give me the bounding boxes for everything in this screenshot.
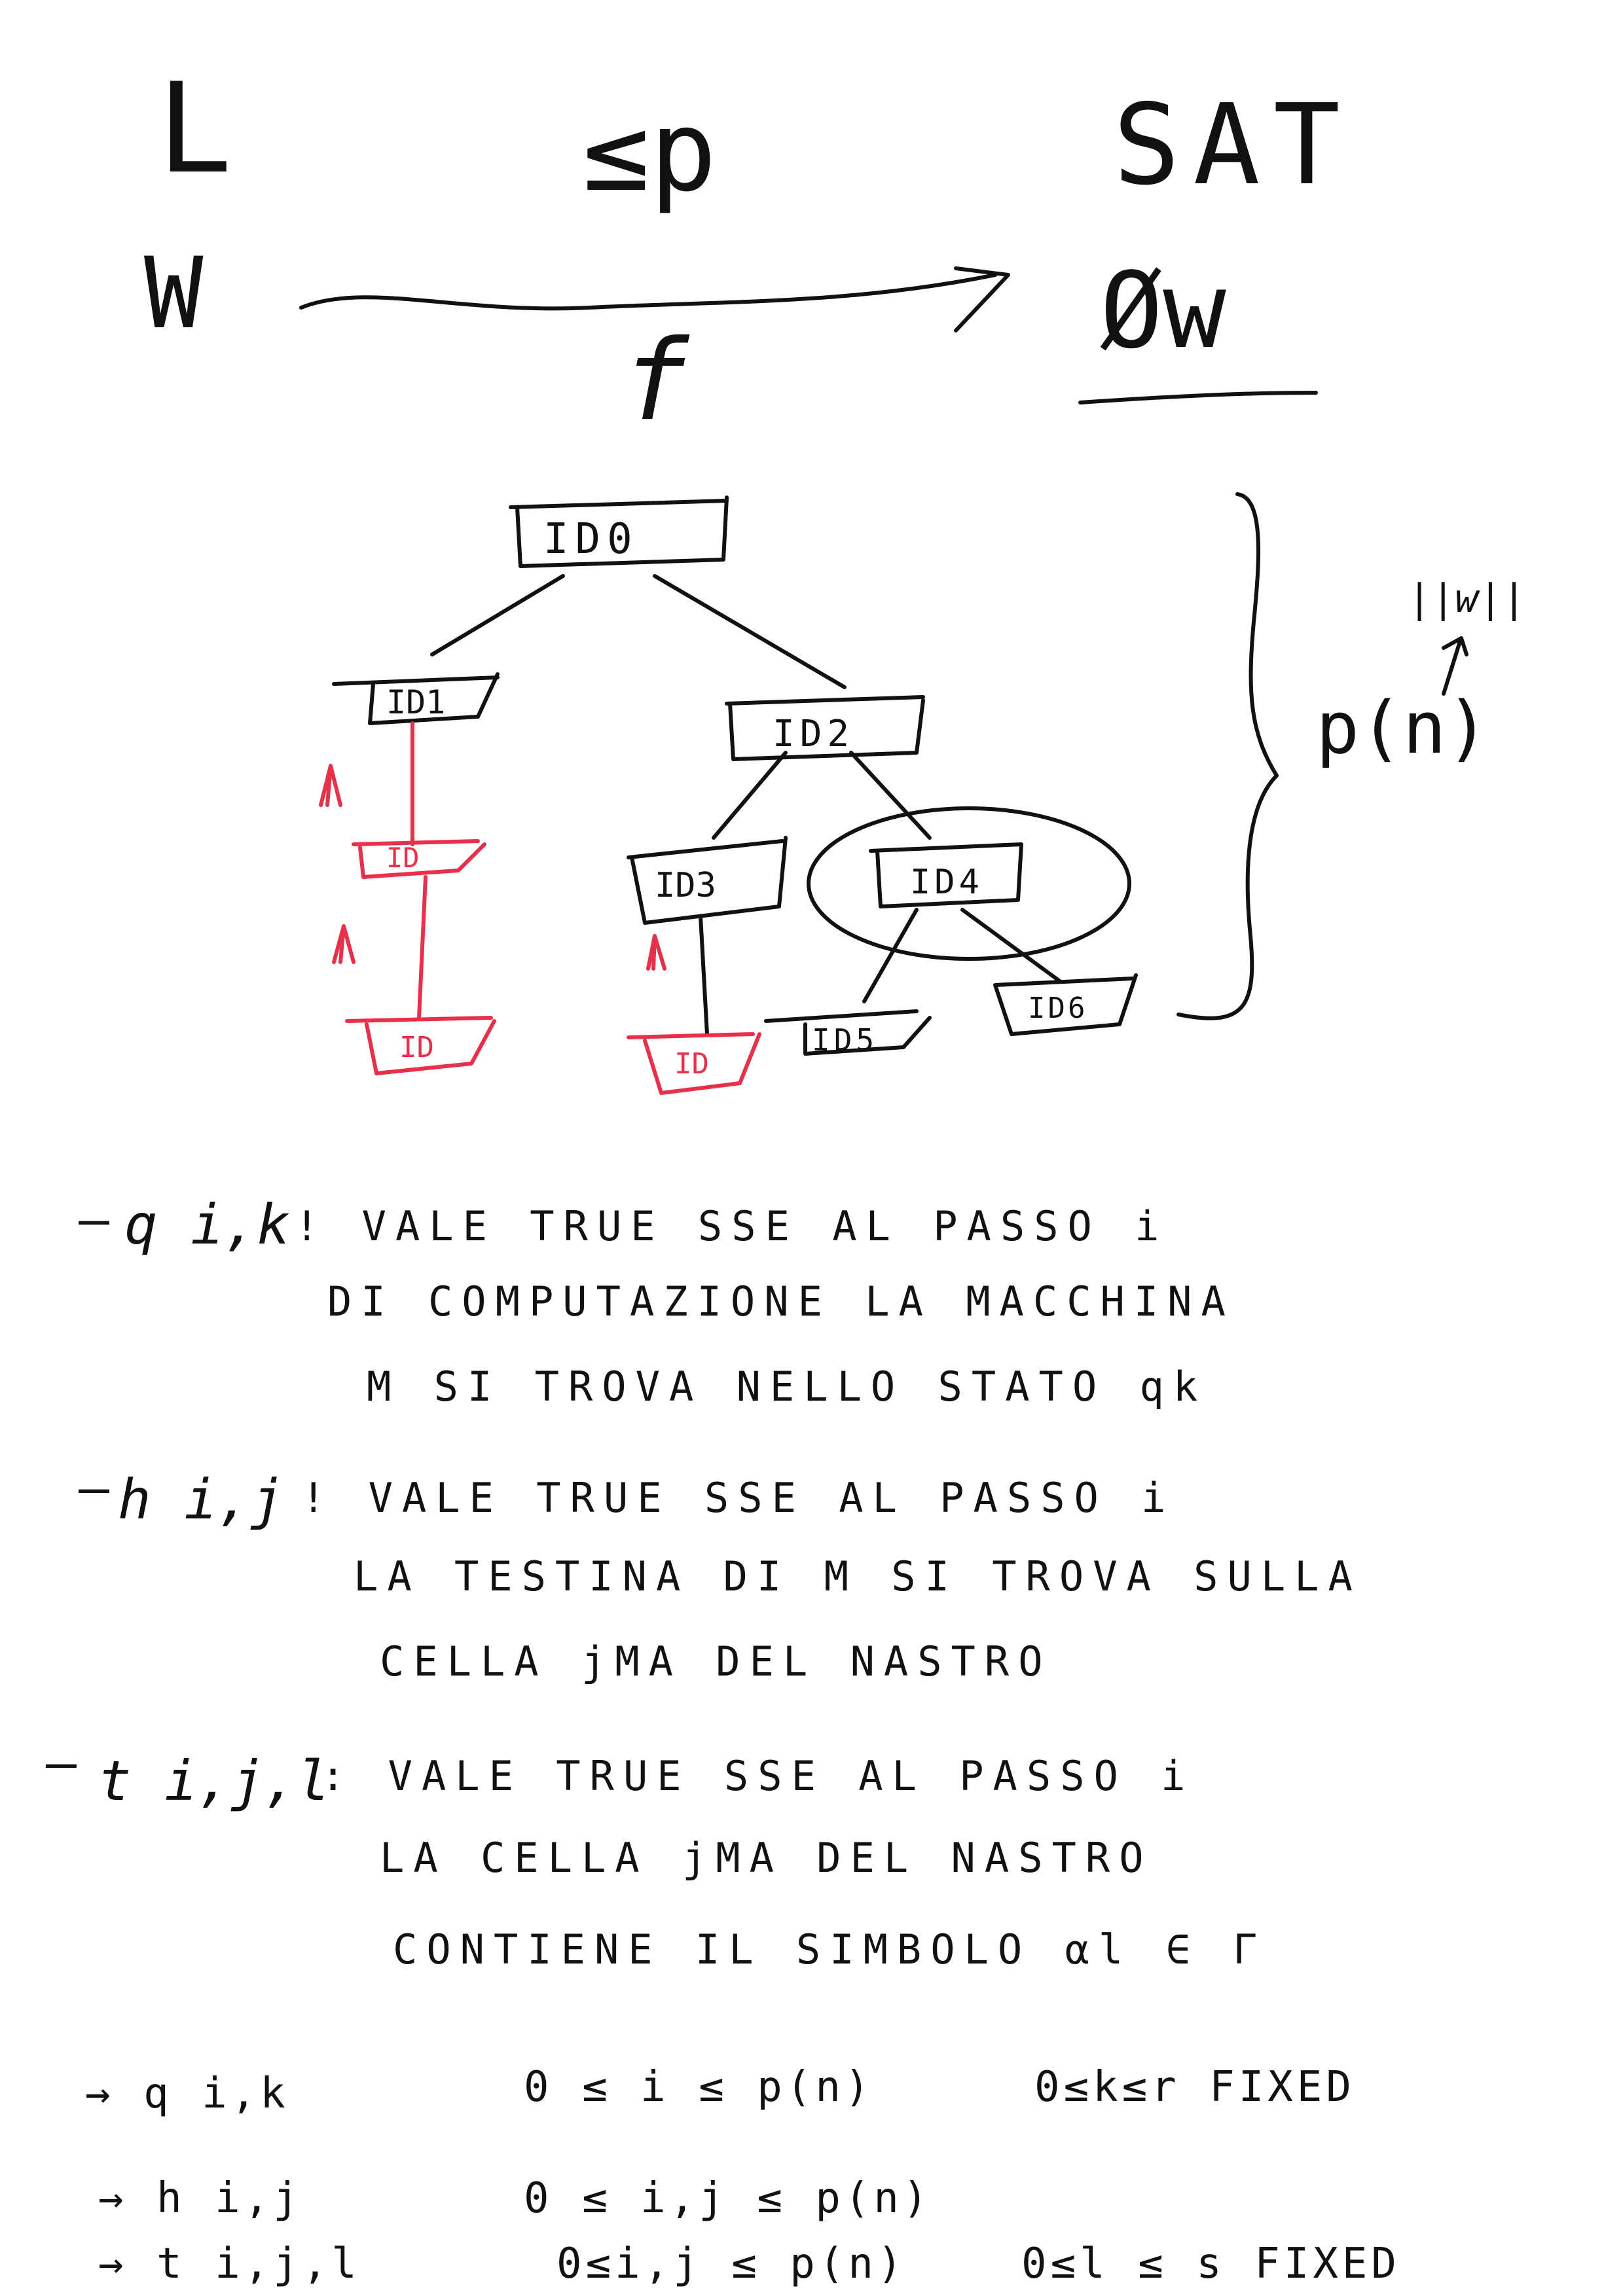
tree-edge (714, 753, 786, 838)
svg-text:ID: ID (399, 1031, 434, 1064)
red-node: ID (354, 841, 484, 877)
range-h: → h i,j 0 ≤ i,j ≤ p(n) (98, 2174, 932, 2223)
definition-line: DI COMPUTAZIONE LA MACCHINA (327, 1278, 1235, 1325)
svg-text:ID: ID (674, 1047, 709, 1081)
svg-text:ID0: ID0 (543, 515, 639, 564)
problem-name: SAT (1113, 81, 1353, 210)
definition-line: M SI TROVA NELLO STATO qk (367, 1363, 1207, 1410)
definition-h: – h i,j ! VALE TRUE SSE AL PASSO i LA TE… (79, 1459, 1362, 1685)
range-extra: 0≤l ≤ s FIXED (1021, 2240, 1400, 2288)
definition-line: CONTIENE IL SIMBOLO αl ∈ Γ (393, 1926, 1267, 1973)
range-symbol: → h i,j (98, 2174, 302, 2223)
tree-edge (655, 576, 845, 687)
tree-node-id1: ID1 (334, 674, 498, 723)
red-node: ID (347, 1018, 494, 1073)
svg-text:ID: ID (386, 842, 420, 874)
definition-line: ! VALE TRUE SSE AL PASSO i (301, 1474, 1175, 1522)
brace-top-label: ||w|| (1408, 576, 1526, 622)
svg-text:ID6: ID6 (1028, 992, 1087, 1025)
tree-edge (864, 910, 917, 1001)
red-node: ID (629, 1034, 759, 1093)
tree-node-id6: ID6 (995, 975, 1136, 1034)
tree-node-root: ID0 (511, 497, 727, 566)
tree-edge (962, 910, 1061, 982)
definition-line: LA CELLA jMA DEL NASTRO (380, 1834, 1153, 1882)
range-bounds: 0 ≤ i ≤ p(n) (524, 2063, 873, 2111)
tree-node-id5: ID5 (766, 1011, 930, 1058)
svg-text:ID1: ID1 (386, 683, 445, 721)
reduction-symbol: ≤p (583, 87, 717, 217)
svg-text:ID2: ID2 (773, 713, 854, 755)
definition-line: : VALE TRUE SSE AL PASSO i (321, 1752, 1195, 1800)
definition-bullet: – (46, 1734, 77, 1793)
tree-node-id4: ID4 (809, 808, 1129, 959)
svg-text:ID3: ID3 (655, 866, 716, 905)
range-bounds: 0≤i,j ≤ p(n) (556, 2240, 906, 2288)
definition-line: CELLA jMA DEL NASTRO (380, 1638, 1052, 1685)
svg-text:ID5: ID5 (812, 1022, 878, 1058)
definition-bullet: – (79, 1191, 109, 1249)
definition-symbol: q i,k (124, 1193, 290, 1257)
red-backtrack-chain: ID ID ID (321, 723, 759, 1093)
reduction-function: f (622, 316, 690, 446)
height-brace (1178, 494, 1277, 1018)
header: L ≤p SAT W f Øw (144, 56, 1353, 446)
input-word: W (144, 237, 204, 351)
range-q: → q i,k 0 ≤ i ≤ p(n) 0≤k≤r FIXED (85, 2063, 1355, 2118)
tree-node-id3: ID3 (629, 838, 786, 923)
tree-node-id2: ID2 (727, 697, 923, 759)
range-symbol: → t i,j,l (98, 2240, 361, 2288)
formula-underline (1080, 393, 1316, 403)
svg-text:ID4: ID4 (910, 863, 983, 902)
brace-label: p(n) (1316, 686, 1489, 770)
definition-symbol: h i,j (118, 1467, 283, 1532)
tree-edge (432, 576, 563, 655)
tree-edge (701, 916, 707, 1034)
definition-q: – q i,k ! VALE TRUE SSE AL PASSO i DI CO… (79, 1191, 1235, 1410)
range-bounds: 0 ≤ i,j ≤ p(n) (524, 2174, 932, 2223)
formula: Øw (1100, 249, 1226, 372)
range-extra: 0≤k≤r FIXED (1034, 2063, 1355, 2111)
definition-bullet: – (79, 1459, 109, 1518)
definition-line: ! VALE TRUE SSE AL PASSO i (295, 1202, 1169, 1250)
reduction-arrow (301, 275, 995, 308)
range-t: → t i,j,l 0≤i,j ≤ p(n) 0≤l ≤ s FIXED (98, 2240, 1400, 2288)
definition-symbol: t i,j,l (98, 1749, 330, 1813)
definition-line: LA TESTINA DI M SI TROVA SULLA (354, 1552, 1362, 1600)
definition-t: – t i,j,l : VALE TRUE SSE AL PASSO i LA … (46, 1734, 1267, 1973)
computation-tree: ID0 ID1 ID2 ID3 ID4 ID5 I (321, 494, 1526, 1093)
range-symbol: → q i,k (85, 2070, 289, 2118)
language-symbol: L (157, 56, 232, 201)
